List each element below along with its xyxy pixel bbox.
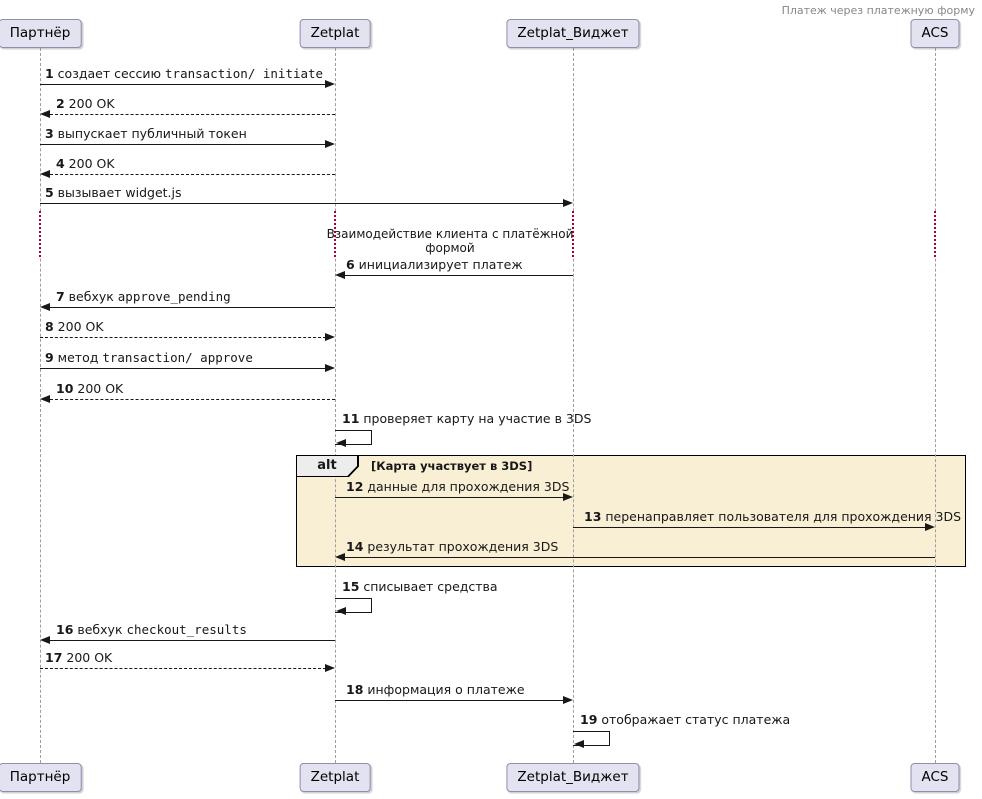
arrowhead bbox=[325, 664, 335, 672]
participant-top-widget: Zetplat_Виджет bbox=[506, 19, 640, 48]
message-7-arrow bbox=[50, 307, 335, 308]
message-11-self-loop bbox=[335, 430, 372, 445]
delay-dots bbox=[39, 211, 41, 257]
arrowhead bbox=[325, 333, 335, 341]
message-6-arrow bbox=[345, 275, 573, 276]
message-10-label: 10 200 OK bbox=[56, 381, 124, 396]
message-6-label: 6 инициализирует платеж bbox=[346, 257, 523, 272]
message-12-label: 12 данные для прохождения 3DS bbox=[346, 479, 570, 494]
message-16-label: 16 вебхук checkout_results bbox=[56, 622, 247, 637]
participant-top-partner: Партнёр bbox=[0, 19, 82, 48]
message-8-arrow bbox=[40, 337, 326, 338]
participant-top-zetplat: Zetplat bbox=[299, 19, 371, 48]
message-19-self-loop bbox=[573, 731, 610, 746]
arrowhead bbox=[40, 395, 50, 403]
arrowhead bbox=[336, 607, 346, 615]
message-1-arrow bbox=[40, 84, 326, 85]
delay-note: Взаимодействие клиента с платёжной формо… bbox=[326, 227, 574, 255]
message-3-label: 3 выпускает публичный токен bbox=[45, 126, 247, 141]
arrowhead bbox=[40, 170, 50, 178]
participant-bottom-widget: Zetplat_Виджет bbox=[506, 763, 640, 792]
arrowhead bbox=[325, 364, 335, 372]
message-17-arrow bbox=[40, 668, 326, 669]
delay-dots bbox=[572, 211, 574, 257]
alt-frame bbox=[296, 455, 966, 567]
message-15-self-loop bbox=[335, 598, 372, 613]
arrowhead bbox=[563, 696, 573, 704]
lifeline-widget bbox=[573, 48, 574, 763]
message-5-arrow bbox=[40, 203, 564, 204]
arrowhead bbox=[574, 740, 584, 748]
message-17-label: 17 200 OK bbox=[45, 650, 113, 665]
participant-top-acs: ACS bbox=[910, 19, 960, 48]
message-9-arrow bbox=[40, 368, 326, 369]
arrowhead bbox=[925, 523, 935, 531]
message-10-arrow bbox=[50, 399, 335, 400]
message-13-arrow bbox=[573, 527, 925, 528]
message-14-label: 14 результат прохождения 3DS bbox=[346, 539, 559, 554]
arrowhead bbox=[40, 636, 50, 644]
arrowhead bbox=[336, 439, 346, 447]
alt-frame-tab: alt bbox=[296, 455, 359, 477]
arrowhead bbox=[335, 553, 345, 561]
arrowhead bbox=[563, 493, 573, 501]
arrowhead bbox=[335, 271, 345, 279]
lifeline-acs bbox=[935, 48, 936, 763]
participant-bottom-partner: Партнёр bbox=[0, 763, 82, 792]
message-8-label: 8 200 OK bbox=[45, 319, 104, 334]
alt-frame-condition: [Карта участвует в 3DS] bbox=[371, 459, 533, 473]
message-11-label: 11 проверяет карту на участие в 3DS bbox=[342, 411, 592, 426]
message-3-arrow bbox=[40, 144, 326, 145]
message-7-label: 7 вебхук approve_pending bbox=[56, 289, 231, 304]
arrowhead bbox=[325, 80, 335, 88]
message-4-arrow bbox=[50, 174, 335, 175]
delay-dots bbox=[334, 211, 336, 257]
message-19-label: 19 отображает статус платежа bbox=[580, 712, 791, 727]
message-2-label: 2 200 OK bbox=[56, 96, 115, 111]
lifeline-zetplat bbox=[335, 48, 336, 763]
message-1-label: 1 создает сессию transaction/ initiate bbox=[45, 66, 324, 81]
message-14-arrow bbox=[345, 557, 935, 558]
lifeline-partner bbox=[40, 48, 41, 763]
arrowhead bbox=[40, 110, 50, 118]
message-9-label: 9 метод transaction/ approve bbox=[45, 350, 253, 365]
message-4-label: 4 200 OK bbox=[56, 156, 115, 171]
participant-bottom-acs: ACS bbox=[910, 763, 960, 792]
message-5-label: 5 вызывает widget.js bbox=[45, 185, 182, 200]
alt-frame-label: alt bbox=[297, 456, 357, 476]
message-13-label: 13 перенаправляет пользователя для прохо… bbox=[584, 509, 962, 524]
message-2-arrow bbox=[50, 114, 335, 115]
message-15-label: 15 списывает средства bbox=[342, 579, 498, 594]
message-18-arrow bbox=[335, 700, 563, 701]
arrowhead bbox=[563, 199, 573, 207]
message-18-label: 18 информация о платеже bbox=[346, 682, 525, 697]
diagram-title: Платеж через платежную форму bbox=[781, 4, 975, 17]
message-12-arrow bbox=[335, 497, 563, 498]
participant-bottom-zetplat: Zetplat bbox=[299, 763, 371, 792]
delay-dots bbox=[934, 211, 936, 257]
arrowhead bbox=[40, 303, 50, 311]
message-16-arrow bbox=[50, 640, 335, 641]
arrowhead bbox=[325, 140, 335, 148]
